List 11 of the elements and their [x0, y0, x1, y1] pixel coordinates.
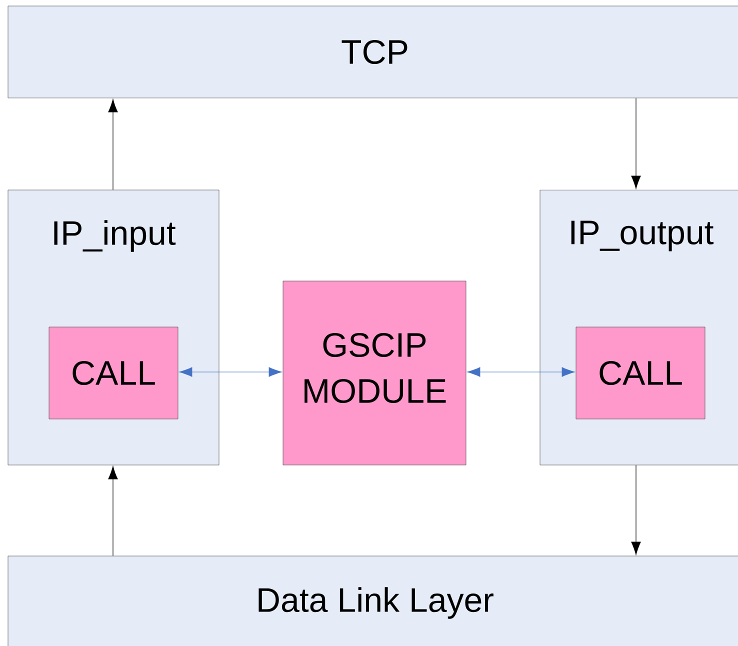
arrow [631, 98, 641, 189]
module-box: CALL [576, 326, 706, 420]
layer-box: TCP [8, 6, 738, 98]
arrow [179, 367, 282, 377]
arrow [108, 466, 118, 556]
arrow [631, 464, 641, 555]
arrow [467, 367, 575, 377]
module-box: GSCIP MODULE [282, 280, 466, 466]
module-box: CALL [48, 326, 178, 420]
arrow [108, 99, 118, 190]
layer-box: Data Link Layer [8, 556, 738, 646]
